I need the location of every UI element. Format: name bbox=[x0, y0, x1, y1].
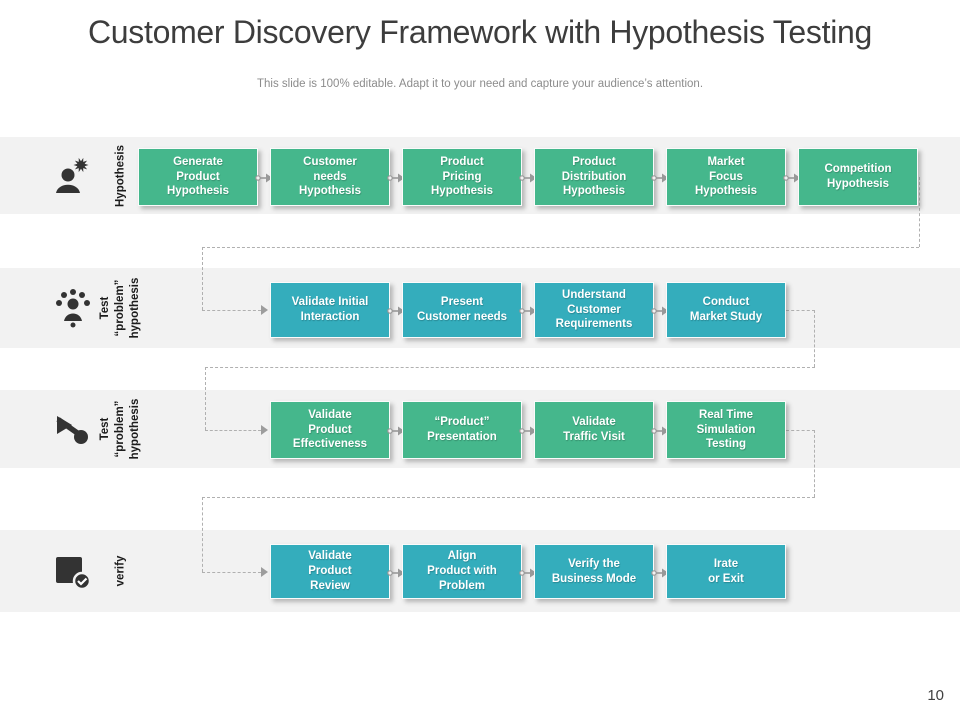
stage-connector-segment bbox=[919, 177, 920, 247]
step-box-test-problem-hypothesis-2-2: “Product”Presentation bbox=[402, 401, 522, 459]
stage-connector-segment bbox=[202, 247, 919, 248]
audience-icon bbox=[56, 289, 90, 328]
flow-arrow-icon bbox=[519, 304, 537, 316]
stage-connector-segment bbox=[786, 310, 815, 311]
page-title: Customer Discovery Framework with Hypoth… bbox=[87, 14, 873, 50]
flow-arrow-icon bbox=[387, 304, 405, 316]
flow-arrow-icon bbox=[651, 566, 669, 578]
dashed-arrowhead-icon bbox=[261, 425, 268, 435]
flow-arrow-icon bbox=[651, 171, 669, 183]
flow-arrow-icon bbox=[387, 424, 405, 436]
stage-connector-segment bbox=[205, 367, 206, 430]
strategy-icon bbox=[51, 407, 95, 451]
flow-arrow-icon bbox=[519, 171, 537, 183]
subtitle: This slide is 100% editable. Adapt it to… bbox=[256, 78, 704, 90]
stage-connector-segment bbox=[814, 310, 815, 367]
idea-person-icon bbox=[56, 157, 89, 193]
verify-icon bbox=[56, 557, 92, 591]
verify-icon bbox=[51, 549, 95, 593]
stage-label-test-problem-hypothesis-2: Test“problem”hypothesis bbox=[99, 398, 142, 460]
flow-arrow-icon bbox=[519, 424, 537, 436]
flow-arrow-icon bbox=[255, 171, 273, 183]
stage-connector-segment bbox=[202, 247, 203, 310]
stage-connector-segment bbox=[814, 430, 815, 497]
audience-icon bbox=[51, 286, 95, 330]
flow-arrow-icon bbox=[387, 171, 405, 183]
stage-label-hypothesis: Hypothesis bbox=[114, 144, 127, 207]
flow-arrow-icon bbox=[387, 566, 405, 578]
page-number: 10 bbox=[927, 687, 944, 704]
stage-label-verify: verify bbox=[114, 555, 127, 587]
flow-arrow-icon bbox=[783, 171, 801, 183]
stage-label-test-problem-hypothesis-1: Test“problem”hypothesis bbox=[99, 277, 142, 339]
flow-arrow-icon bbox=[651, 304, 669, 316]
strategy-icon bbox=[56, 416, 88, 444]
idea-person-icon bbox=[51, 154, 95, 198]
dashed-arrowhead-icon bbox=[261, 567, 268, 577]
dashed-arrowhead-icon bbox=[261, 305, 268, 315]
stage-connector-segment bbox=[202, 572, 261, 573]
stage-connector-segment bbox=[205, 367, 815, 368]
stage-connector-segment bbox=[202, 497, 203, 572]
flow-arrow-icon bbox=[651, 424, 669, 436]
stage-connector-segment bbox=[202, 310, 261, 311]
flow-arrow-icon bbox=[519, 566, 537, 578]
stage-connector-segment bbox=[202, 497, 815, 498]
stage-connector-segment bbox=[786, 430, 815, 431]
stage-connector-segment bbox=[205, 430, 261, 431]
